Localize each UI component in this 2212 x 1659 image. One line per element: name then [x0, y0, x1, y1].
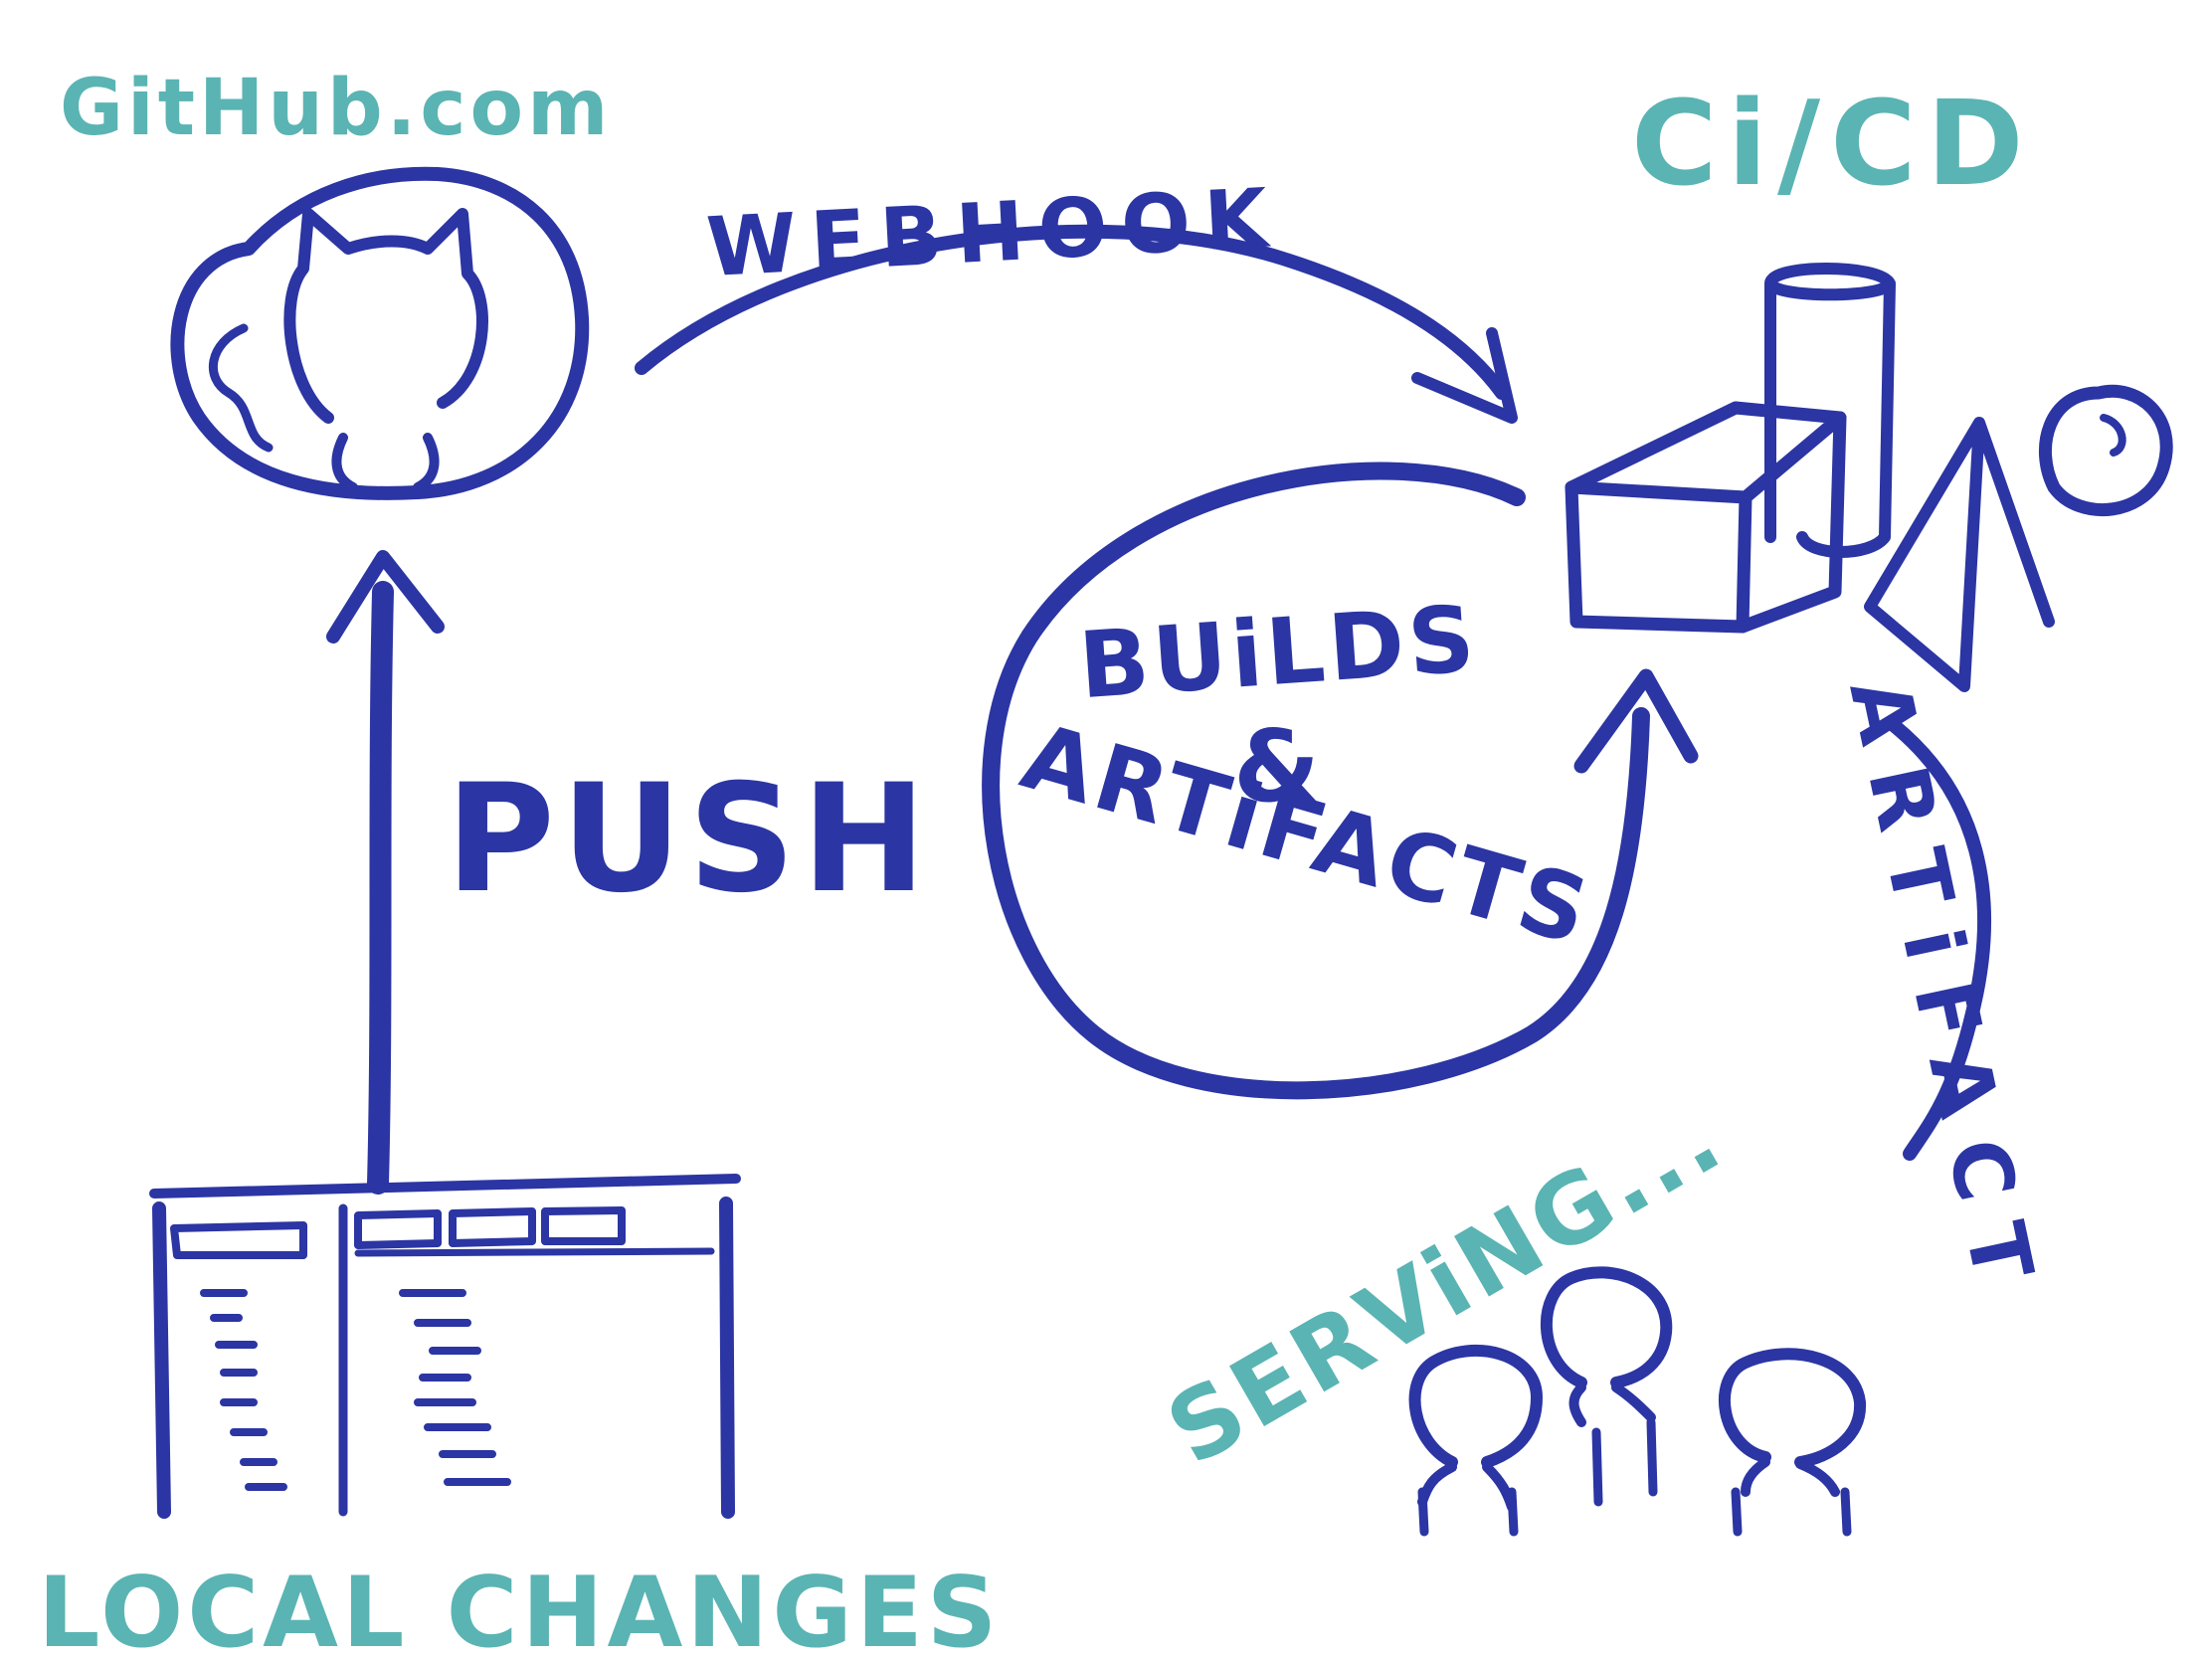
github-octocat-icon — [170, 166, 590, 500]
builds-label: BUiLDS — [1076, 586, 1482, 720]
push-arrow — [326, 550, 445, 1195]
ampersand-label: & — [1233, 708, 1320, 825]
local-changes-label: LOCAL CHANGES — [38, 1557, 1001, 1659]
builds-loop-arrow — [982, 461, 1699, 1100]
push-label: PUSH — [446, 753, 932, 926]
webhook-arrow — [635, 224, 1518, 424]
github-label: GitHub.com — [60, 64, 612, 153]
code-lines — [399, 1289, 511, 1486]
ci-cd-shapes-icon — [1565, 263, 2173, 692]
artifact-arrow — [1888, 719, 1992, 1161]
code-editor-window-icon — [149, 1174, 741, 1519]
cicd-label: Ci/CD — [1631, 75, 2034, 212]
file-tree-lines — [200, 1289, 287, 1491]
audience-people-icon — [1408, 1266, 1867, 1537]
